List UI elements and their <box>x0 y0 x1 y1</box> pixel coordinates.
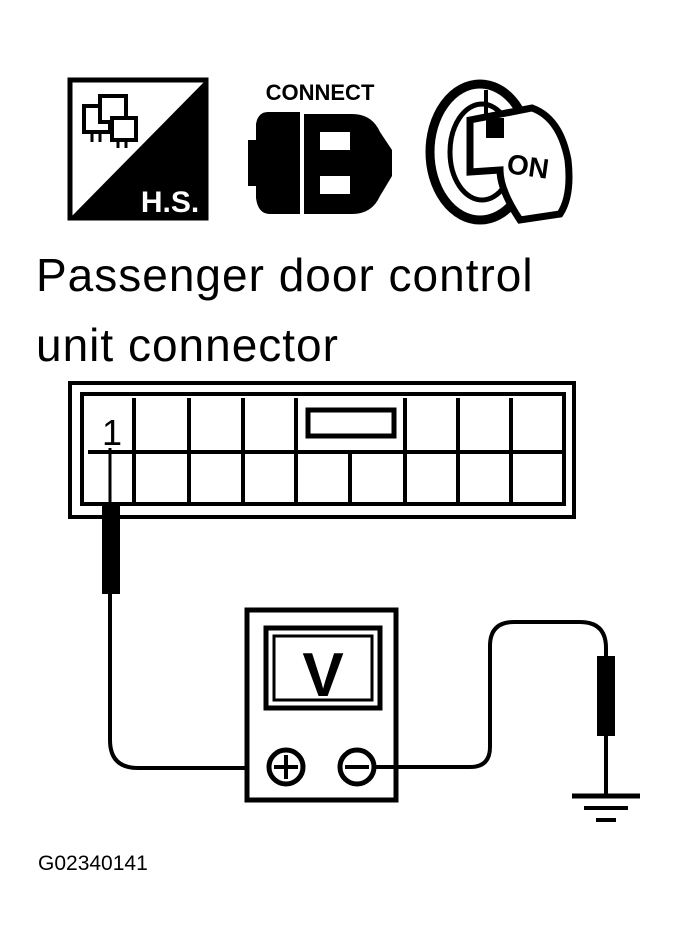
positive-lead-wire <box>108 606 258 770</box>
pin-number-label: 1 <box>102 412 122 453</box>
connector-block: 1 <box>68 381 576 519</box>
negative-probe <box>597 656 615 796</box>
hs-label: H.S. <box>141 186 199 219</box>
positive-probe <box>102 448 120 608</box>
connector-latch-slot <box>305 407 397 439</box>
ignition-on-icon: ON <box>425 79 573 225</box>
ignition-label: ON <box>505 148 551 185</box>
connect-icon: CONNECT <box>248 80 392 214</box>
title-line-1: Passenger door control <box>36 249 534 301</box>
figure-id: G02340141 <box>38 852 148 875</box>
connect-label: CONNECT <box>266 80 375 105</box>
title-line-2: unit connector <box>36 319 339 371</box>
harness-disconnect-icon: H.S. <box>67 77 209 221</box>
negative-lead-wire <box>374 620 608 769</box>
voltmeter-label: V <box>302 641 343 710</box>
ground-icon <box>572 793 640 822</box>
voltmeter-display <box>263 625 383 711</box>
voltmeter: V <box>244 607 399 803</box>
